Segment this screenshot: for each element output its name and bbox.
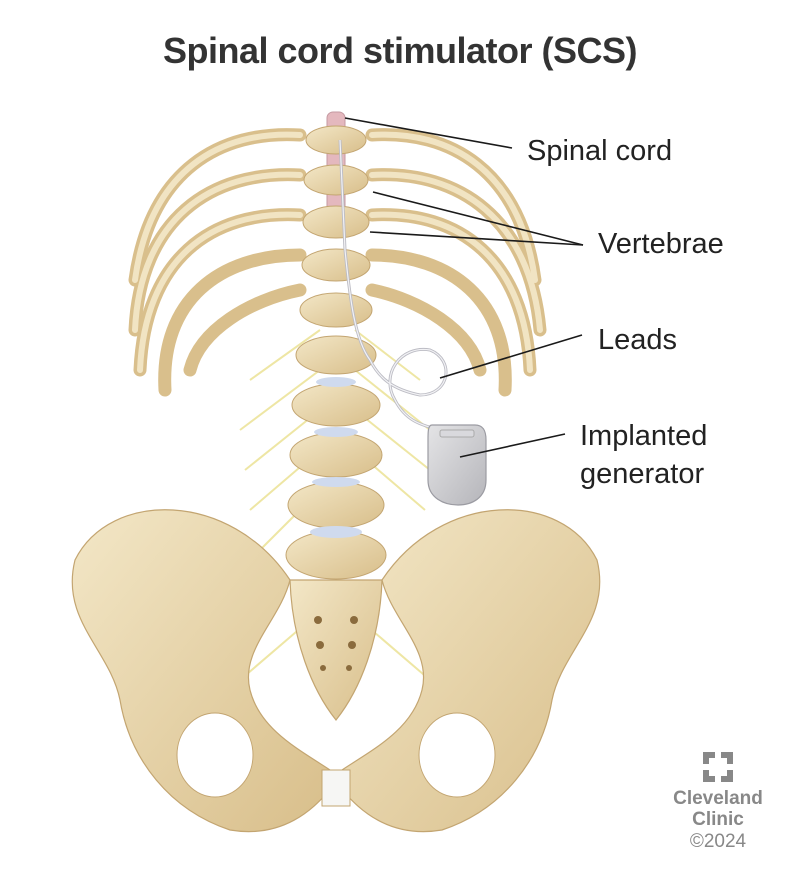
diagram-title: Spinal cord stimulator (SCS) xyxy=(162,30,638,71)
label-generator-line2: generator xyxy=(580,458,705,490)
label-leads: Leads xyxy=(598,324,678,356)
copyright: ©2024 xyxy=(689,831,747,852)
cleveland-clinic-logo-icon xyxy=(703,752,733,782)
pelvis xyxy=(71,509,601,833)
cleveland-clinic-credit: Cleveland Clinic ©2024 xyxy=(668,752,768,854)
leader-lines xyxy=(344,117,584,458)
org-name-line1: Cleveland xyxy=(673,788,763,809)
label-spinal-cord: Spinal cord xyxy=(527,135,673,167)
vertebrae xyxy=(285,125,387,580)
implanted-generator xyxy=(427,424,487,506)
label-generator-line1: Implanted xyxy=(580,420,708,452)
label-vertebrae: Vertebrae xyxy=(598,228,724,260)
org-name-line2: Clinic xyxy=(692,809,744,830)
